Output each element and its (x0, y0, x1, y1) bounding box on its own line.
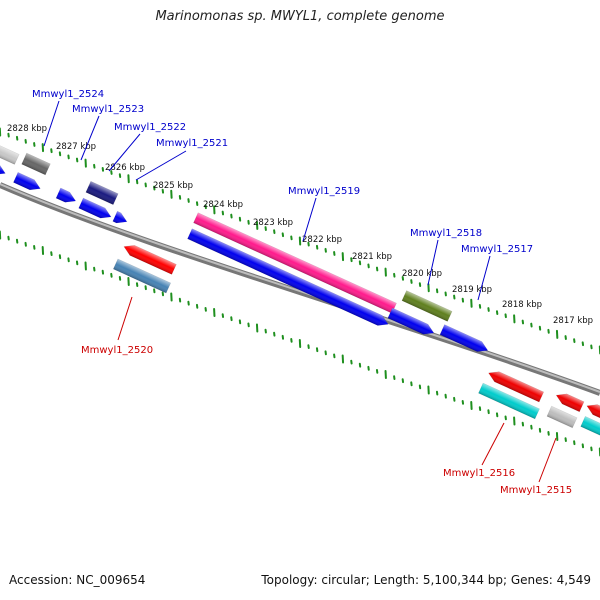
kbp-tick-label: 2818 kbp (502, 300, 542, 310)
gene-feature-grey[interactable] (0, 143, 20, 165)
gene-label-leader-line (117, 296, 133, 341)
gene-features (0, 143, 600, 436)
genome-stats-text: Topology: circular; Length: 5,100,344 bp… (261, 573, 591, 587)
gene-label-leader-line (481, 422, 505, 466)
gene-feature-cyan[interactable] (580, 416, 600, 436)
gene-feature-blue[interactable] (55, 187, 78, 206)
kbp-tick-label: 2822 kbp (302, 235, 342, 245)
gene-feature-blue[interactable] (0, 161, 8, 179)
gene-feature-red[interactable] (554, 390, 585, 413)
gene-feature-red[interactable] (122, 242, 177, 275)
gene-label[interactable]: Mmwyl1_2520 (81, 345, 153, 356)
gene-feature-dark[interactable] (21, 152, 51, 176)
kbp-tick-label: 2819 kbp (452, 285, 492, 295)
accession-text: Accession: NC_009654 (9, 573, 146, 587)
kbp-scale-labels: 2828 kbp 2827 kbp 2826 kbp 2825 kbp 2824 kbp… (7, 124, 593, 326)
gene-feature-red[interactable] (585, 401, 600, 420)
kbp-tick-label: 2827 kbp (56, 142, 96, 152)
gene-label-leader-line (43, 100, 60, 147)
gene-label[interactable]: Mmwyl1_2517 (461, 244, 533, 255)
gene-label-leader-line (427, 239, 439, 286)
kbp-tick-label: 2826 kbp (105, 163, 145, 173)
backbone (0, 182, 600, 396)
gene-label[interactable]: Mmwyl1_2516 (443, 468, 515, 479)
kbp-tick-label: 2824 kbp (203, 200, 243, 210)
gene-feature-cyan[interactable] (478, 382, 540, 420)
gene-feature-grey[interactable] (546, 405, 578, 429)
gene-label[interactable]: Mmwyl1_2515 (500, 485, 572, 496)
gene-label[interactable]: Mmwyl1_2519 (288, 186, 360, 197)
gene-label-leader-line (477, 255, 491, 301)
gene-feature-blue-long[interactable] (187, 228, 391, 329)
gene-feature-blue[interactable] (78, 197, 114, 222)
gene-feature-navy[interactable] (85, 180, 119, 206)
kbp-tick-label: 2821 kbp (352, 252, 392, 262)
gene-feature-blue[interactable] (13, 171, 42, 193)
gene-feature-blue[interactable] (439, 324, 490, 356)
gene-label[interactable]: Mmwyl1_2523 (72, 104, 144, 115)
kbp-tick-label: 2823 kbp (253, 218, 293, 228)
gene-feature-steelblue[interactable] (112, 258, 172, 294)
kbp-tick-label: 2817 kbp (553, 316, 593, 326)
kbp-tick-label: 2825 kbp (153, 181, 193, 191)
kbp-tick-label: 2820 kbp (402, 269, 442, 279)
gene-feature-olive[interactable] (401, 290, 453, 322)
gene-label[interactable]: Mmwyl1_2522 (114, 122, 186, 133)
gene-label[interactable]: Mmwyl1_2521 (156, 138, 228, 149)
gene-label-leader-line (80, 115, 100, 161)
gene-label[interactable]: Mmwyl1_2524 (32, 89, 104, 100)
gene-label-leader-line (135, 150, 187, 181)
gene-feature-pink[interactable] (193, 212, 397, 314)
gene-label-leader-line (108, 133, 141, 172)
gene-feature-red[interactable] (486, 368, 545, 403)
gene-labels: Mmwyl1_2524Mmwyl1_2523Mmwyl1_2522Mmwyl1_… (32, 89, 572, 496)
gene-feature-blue[interactable] (112, 210, 129, 226)
gene-label[interactable]: Mmwyl1_2518 (410, 228, 482, 239)
gene-label-leader-line (538, 437, 557, 483)
gene-feature-blue[interactable] (387, 307, 436, 338)
map-title: Marinomonas sp. MWYL1, complete genome (155, 9, 445, 24)
gene-label-leader-line (302, 197, 317, 242)
kbp-tick-label: 2828 kbp (7, 124, 47, 134)
